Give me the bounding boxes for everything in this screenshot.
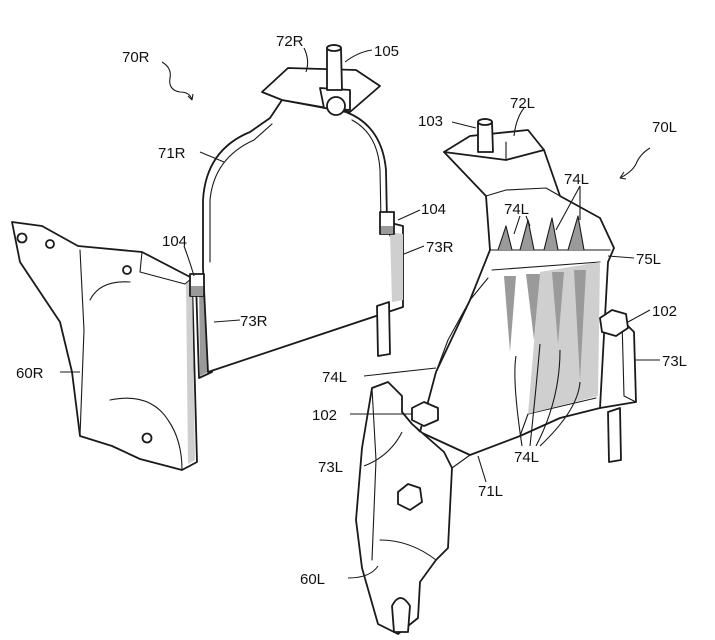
nut-102-rear	[599, 309, 629, 337]
bracket-60R	[11, 221, 198, 471]
leader-lines	[60, 47, 660, 579]
block-72R	[261, 67, 381, 119]
label-102-rear: 102	[652, 303, 677, 320]
label-60R: 60R	[16, 365, 44, 382]
label-71R: 71R	[158, 145, 186, 162]
label-72L: 72L	[510, 95, 535, 112]
stud-105	[326, 44, 343, 91]
label-104-right: 104	[421, 201, 446, 218]
stud-103	[477, 118, 494, 153]
bolt-hole	[141, 432, 153, 444]
nut-60L	[397, 483, 423, 511]
label-73R-upper: 73R	[426, 239, 454, 256]
label-74L-left: 74L	[322, 369, 347, 386]
nut-102-front	[411, 401, 439, 427]
label-75L: 75L	[636, 251, 661, 268]
label-60L: 60L	[300, 571, 325, 588]
bolt-hole	[45, 239, 55, 249]
label-74L-upper-left: 74L	[504, 201, 529, 218]
bolt-104-left	[189, 273, 205, 297]
stud-73R	[376, 301, 391, 357]
label-105: 105	[374, 43, 399, 60]
stud-73L	[607, 407, 622, 463]
label-103: 103	[418, 113, 443, 130]
bolt-hole	[16, 232, 28, 244]
label-74L-upper-right: 74L	[564, 171, 589, 188]
bolt-hole	[122, 265, 132, 275]
label-102-front: 102	[312, 407, 337, 424]
block-72L	[443, 129, 545, 161]
label-70R: 70R	[122, 49, 150, 66]
bracket-71L	[419, 141, 615, 456]
label-73L-front: 73L	[318, 459, 343, 476]
label-73R-lower: 73R	[240, 313, 268, 330]
label-73L-rear: 73L	[662, 353, 687, 370]
bracket-60L	[355, 381, 471, 635]
bolt-104-right	[379, 211, 395, 235]
label-72R: 72R	[276, 33, 304, 50]
label-71L: 71L	[478, 483, 503, 500]
label-104-left: 104	[162, 233, 187, 250]
label-70L: 70L	[652, 119, 677, 136]
plate-71R	[202, 99, 404, 373]
nut	[326, 96, 346, 116]
label-74L-lower: 74L	[514, 449, 539, 466]
reference-labels: 70R 72R 105 71R 104 104 73R 73R 60R 103 …	[16, 33, 687, 588]
